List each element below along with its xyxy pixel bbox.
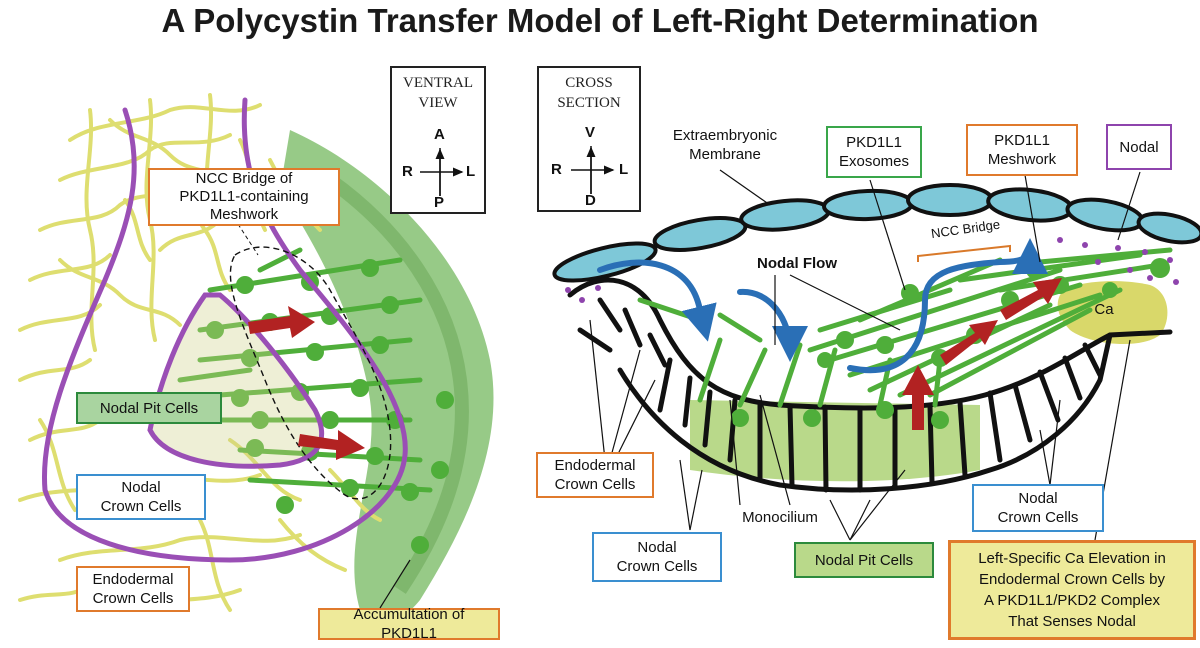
label-pkd1l1-meshwork: PKD1L1 Meshwork [966, 124, 1078, 176]
compass-title-line2: SECTION [557, 95, 621, 111]
label-line: Nodal [637, 539, 677, 556]
label-line: That Senses Nodal [1008, 613, 1136, 630]
label-nodal-crown-cells-right-left: Nodal Crown Cells [592, 532, 722, 582]
label-line: Nodal [1018, 490, 1058, 507]
figure-title: A Polycystin Transfer Model of Left-Righ… [161, 2, 1039, 39]
label-line: Exosomes [838, 153, 910, 170]
compass-cross-arrows [571, 146, 615, 194]
red-arrow-vertical [902, 365, 934, 430]
label-nodal-crown-cells-left: Nodal Crown Cells [76, 474, 206, 520]
label-line: Crown Cells [616, 558, 698, 575]
label-text: Accumultation of PKD1L1 [353, 606, 465, 642]
label-line: Endodermal [554, 457, 636, 474]
green-meshwork-dots [206, 259, 454, 554]
compass-title-line2: VIEW [418, 95, 458, 111]
label-extraembryonic-membrane: Extraembryonic Membrane [660, 126, 790, 164]
label-line: A PKD1L1/PKD2 Complex [984, 592, 1160, 609]
label-line: NCC Bridge of [195, 170, 293, 187]
label-line: Endodermal [92, 571, 174, 588]
label-ca: Ca [1094, 301, 1114, 318]
cell-walls [567, 277, 1173, 493]
compass-dir-ventral: V [585, 124, 596, 141]
ca-region [1057, 281, 1168, 345]
label-line: Nodal [121, 479, 161, 496]
label-accumulation-pkd1l1: Accumultation of PKD1L1 [318, 606, 500, 642]
label-nodal-crown-cells-right-right: Nodal Crown Cells [972, 484, 1104, 532]
flow-arrow-3 [847, 238, 1048, 373]
nodal-dots [565, 237, 1179, 303]
label-line: Endodermal Crown Cells by [979, 571, 1165, 588]
label-nodal-pit-cells-left: Nodal Pit Cells [76, 392, 222, 424]
label-nodal-pit-cells-right: Nodal Pit Cells [794, 542, 934, 578]
red-arrow-upper [248, 306, 315, 338]
compass-dir-left: L [466, 163, 476, 180]
compass-dir-right: R [551, 161, 562, 178]
label-line: Crown Cells [100, 498, 182, 515]
nodal-crown-outline [41, 97, 408, 563]
label-nodal: Nodal [1106, 124, 1172, 170]
label-text: Nodal [1119, 138, 1159, 156]
label-line: Meshwork [209, 206, 279, 223]
red-arrow-lower [298, 430, 365, 460]
label-pkd1l1-exosomes: PKD1L1 Exosomes [826, 126, 922, 178]
label-line: PKD1L1 [846, 134, 902, 151]
label-line: Membrane [689, 146, 761, 163]
nodal-flow-arrows [597, 238, 1048, 373]
red-transfer-arrows [248, 306, 365, 460]
pkd1l1-meshwork-right [637, 247, 1173, 408]
compass-dir-left: L [619, 161, 629, 178]
flow-arrow-2 [737, 288, 808, 362]
compass-title-line1: CROSS [565, 75, 613, 91]
label-endodermal-crown-cells-right: Endodermal Crown Cells [536, 452, 654, 498]
compass-dir-posterior: P [434, 194, 445, 211]
ncc-bridge-bracket [917, 244, 1011, 262]
compass-cross-arrows [420, 148, 464, 196]
compass-dir-dorsal: D [585, 192, 596, 209]
compass-dir-right: R [402, 163, 413, 180]
label-text: Nodal Pit Cells [814, 551, 914, 569]
label-text: Nodal Pit Cells [99, 399, 199, 417]
label-monocilium: Monocilium [742, 509, 818, 526]
compass-ventral-view: VENTRAL VIEW A P R L [390, 66, 486, 214]
red-arrow-middle [940, 320, 998, 365]
flow-arrow-1 [597, 259, 717, 342]
label-line: PKD1L1 [994, 132, 1050, 149]
compass-dir-anterior: A [434, 126, 445, 143]
label-endodermal-crown-cells-left: Endodermal Crown Cells [76, 566, 190, 612]
ncc-bridge-outline [229, 246, 392, 500]
leader-lines [589, 169, 1141, 541]
label-line: PKD1L1-containing [179, 188, 309, 205]
label-ca-elevation: Left-Specific Ca Elevation in Endodermal… [948, 540, 1196, 640]
compass-cross-section: CROSS SECTION V D R L [537, 66, 641, 212]
extraembryonic-membrane [552, 183, 1200, 283]
label-nodal-flow: Nodal Flow [757, 255, 837, 272]
compass-title-line1: VENTRAL [403, 75, 473, 91]
label-line: Extraembryonic [672, 127, 778, 144]
right-panel-cross-section [552, 169, 1200, 541]
label-line: Meshwork [987, 151, 1057, 168]
label-line: Left-Specific Ca Elevation in [978, 550, 1166, 567]
label-line: Crown Cells [554, 476, 636, 493]
label-line: Crown Cells [997, 509, 1079, 526]
red-arrow-upper-right [1000, 278, 1062, 320]
label-line: Crown Cells [92, 590, 174, 607]
red-arrows-right [902, 278, 1062, 430]
label-ncc-bridge-meshwork: NCC Bridge of PKD1L1-containing Meshwork [148, 168, 340, 226]
